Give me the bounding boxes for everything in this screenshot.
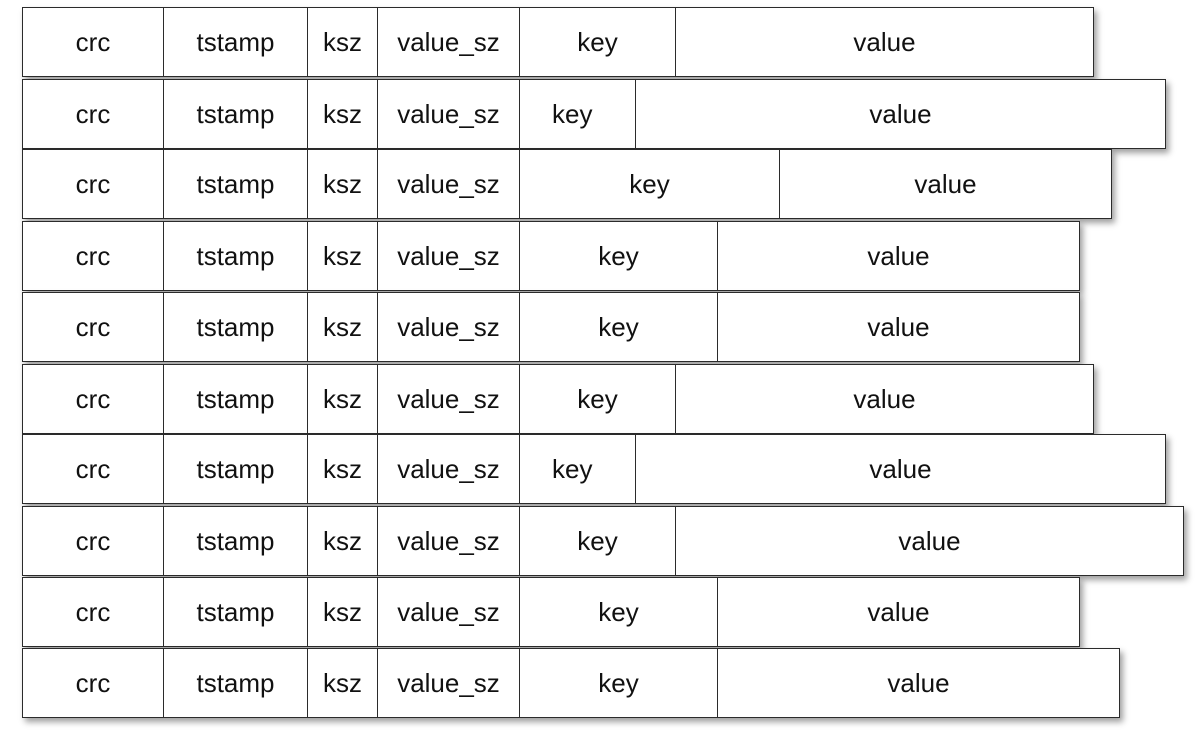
record-row: crc tstamp ksz value_sz key value bbox=[22, 292, 1080, 362]
ksz-field: ksz bbox=[307, 150, 377, 218]
record-row: crc tstamp ksz value_sz key value bbox=[22, 506, 1184, 576]
key-field: key bbox=[519, 507, 675, 575]
value-sz-field: value_sz bbox=[377, 8, 519, 76]
crc-field: crc bbox=[75, 311, 111, 342]
record-row: crc tstamp ksz value_sz key value bbox=[22, 577, 1080, 647]
ksz-field: ksz bbox=[307, 222, 377, 290]
value-field: value bbox=[635, 435, 1165, 503]
crc-field: crc bbox=[75, 26, 111, 57]
record-row: crc tstamp ksz value_sz key value bbox=[22, 434, 1166, 504]
crc-field: crc bbox=[75, 525, 111, 556]
ksz-field: ksz bbox=[307, 365, 377, 433]
crc-field: crc bbox=[75, 453, 111, 484]
ksz-field: ksz bbox=[307, 80, 377, 148]
value-sz-field: value_sz bbox=[377, 80, 519, 148]
value-field: value bbox=[635, 80, 1165, 148]
value-sz-field: value_sz bbox=[377, 150, 519, 218]
crc-field: crc bbox=[75, 168, 111, 199]
key-field: key bbox=[519, 8, 675, 76]
record-row: crc tstamp ksz value_sz key value bbox=[22, 149, 1112, 219]
crc-field: crc bbox=[75, 240, 111, 271]
ksz-field: ksz bbox=[307, 507, 377, 575]
record-row: crc tstamp ksz value_sz key value bbox=[22, 79, 1166, 149]
tstamp-field: tstamp bbox=[163, 365, 307, 433]
key-field: key bbox=[519, 222, 717, 290]
value-field: value bbox=[675, 507, 1183, 575]
value-sz-field: value_sz bbox=[377, 578, 519, 646]
crc-field: crc bbox=[75, 667, 111, 698]
key-field: key bbox=[519, 365, 675, 433]
tstamp-field: tstamp bbox=[163, 578, 307, 646]
tstamp-field: tstamp bbox=[163, 649, 307, 717]
record-row: crc tstamp ksz value_sz key value bbox=[22, 364, 1094, 434]
ksz-field: ksz bbox=[307, 435, 377, 503]
record-row: crc tstamp ksz value_sz key value bbox=[22, 221, 1080, 291]
value-field: value bbox=[717, 578, 1079, 646]
key-field: key bbox=[519, 649, 717, 717]
value-sz-field: value_sz bbox=[377, 435, 519, 503]
value-sz-field: value_sz bbox=[377, 365, 519, 433]
value-sz-field: value_sz bbox=[377, 649, 519, 717]
tstamp-field: tstamp bbox=[163, 293, 307, 361]
tstamp-field: tstamp bbox=[163, 150, 307, 218]
value-field: value bbox=[675, 365, 1093, 433]
value-field: value bbox=[717, 222, 1079, 290]
record-row: crc tstamp ksz value_sz key value bbox=[22, 648, 1120, 718]
ksz-field: ksz bbox=[307, 293, 377, 361]
record-row: crc tstamp ksz value_sz key value bbox=[22, 7, 1094, 77]
key-field: key bbox=[519, 435, 635, 503]
ksz-field: ksz bbox=[307, 578, 377, 646]
tstamp-field: tstamp bbox=[163, 435, 307, 503]
crc-field: crc bbox=[75, 383, 111, 414]
tstamp-field: tstamp bbox=[163, 222, 307, 290]
value-sz-field: value_sz bbox=[377, 507, 519, 575]
value-sz-field: value_sz bbox=[377, 293, 519, 361]
crc-field: crc bbox=[75, 596, 111, 627]
value-field: value bbox=[717, 293, 1079, 361]
ksz-field: ksz bbox=[307, 8, 377, 76]
tstamp-field: tstamp bbox=[163, 507, 307, 575]
value-sz-field: value_sz bbox=[377, 222, 519, 290]
key-field: key bbox=[519, 150, 779, 218]
key-field: key bbox=[519, 80, 635, 148]
key-field: key bbox=[519, 293, 717, 361]
value-field: value bbox=[779, 150, 1111, 218]
tstamp-field: tstamp bbox=[163, 80, 307, 148]
key-field: key bbox=[519, 578, 717, 646]
value-field: value bbox=[717, 649, 1119, 717]
crc-field: crc bbox=[75, 98, 111, 129]
value-field: value bbox=[675, 8, 1093, 76]
ksz-field: ksz bbox=[307, 649, 377, 717]
tstamp-field: tstamp bbox=[163, 8, 307, 76]
